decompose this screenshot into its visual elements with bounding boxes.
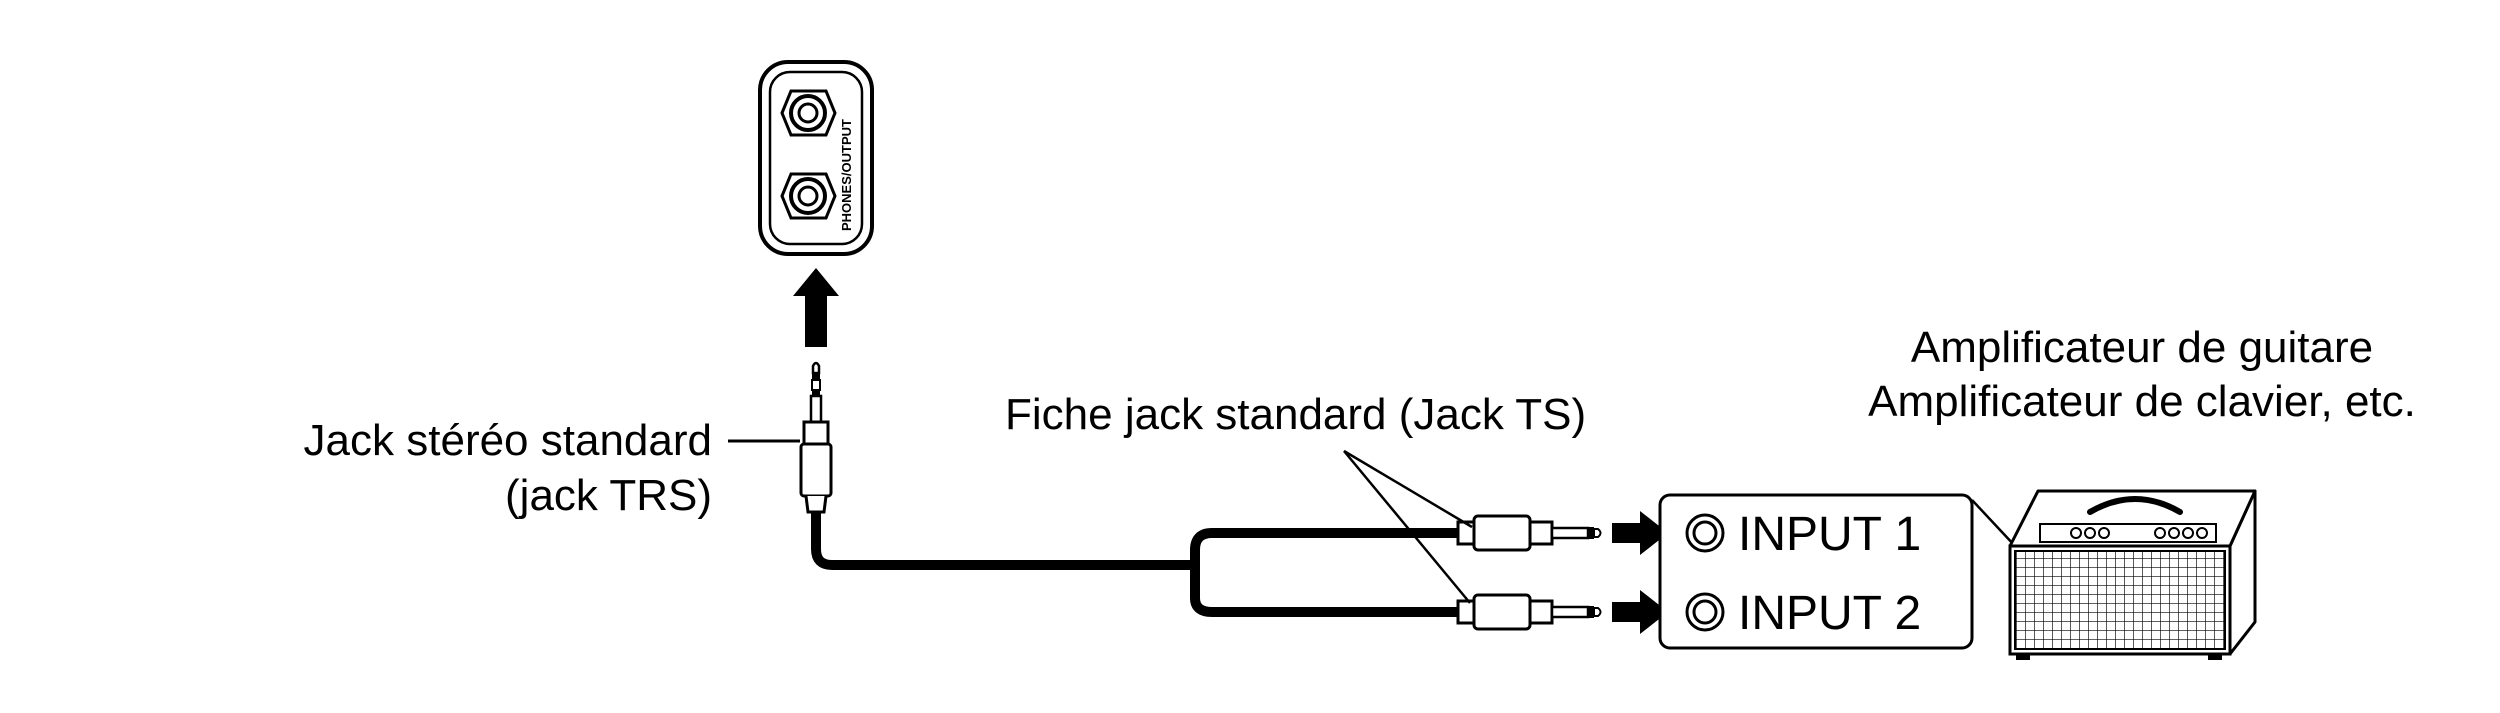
- right-arrow-icon-1: [1612, 511, 1668, 555]
- ts-leader-lines: [1343, 449, 1473, 604]
- amp-input-panel: INPUT 1 INPUT 2: [1658, 493, 1974, 650]
- input-1-jack-icon: [1685, 513, 1725, 553]
- up-arrow-icon: [793, 268, 839, 347]
- amp-label-line1: Amplificateur de guitare: [1911, 323, 2373, 372]
- phones-output-panel: PHONES/OUTPUT: [758, 60, 874, 256]
- input-1-label: INPUT 1: [1738, 508, 1921, 561]
- ts-plug-1-icon: [1456, 514, 1602, 552]
- y-cable: [811, 511, 1465, 617]
- phones-jack-top: [780, 89, 837, 137]
- trs-label-line2: (jack TRS): [505, 471, 712, 520]
- ts-plug-2-icon: [1456, 593, 1602, 631]
- amplifier-icon: [2008, 489, 2257, 660]
- input-2-label: INPUT 2: [1738, 587, 1921, 640]
- ts-label: Fiche jack standard (Jack TS): [1005, 390, 1586, 439]
- input-2-jack-icon: [1685, 592, 1725, 632]
- right-arrow-icon-2: [1612, 590, 1668, 634]
- phones-output-label: PHONES/OUTPUT: [839, 119, 854, 231]
- phones-jack-bottom: [780, 172, 837, 220]
- amp-label-line2: Amplificateur de clavier, etc.: [1868, 377, 2416, 426]
- amp-connector-line: [1971, 499, 2016, 547]
- trs-plug-icon: [799, 361, 833, 514]
- trs-label-line1: Jack stéréo standard: [304, 416, 712, 465]
